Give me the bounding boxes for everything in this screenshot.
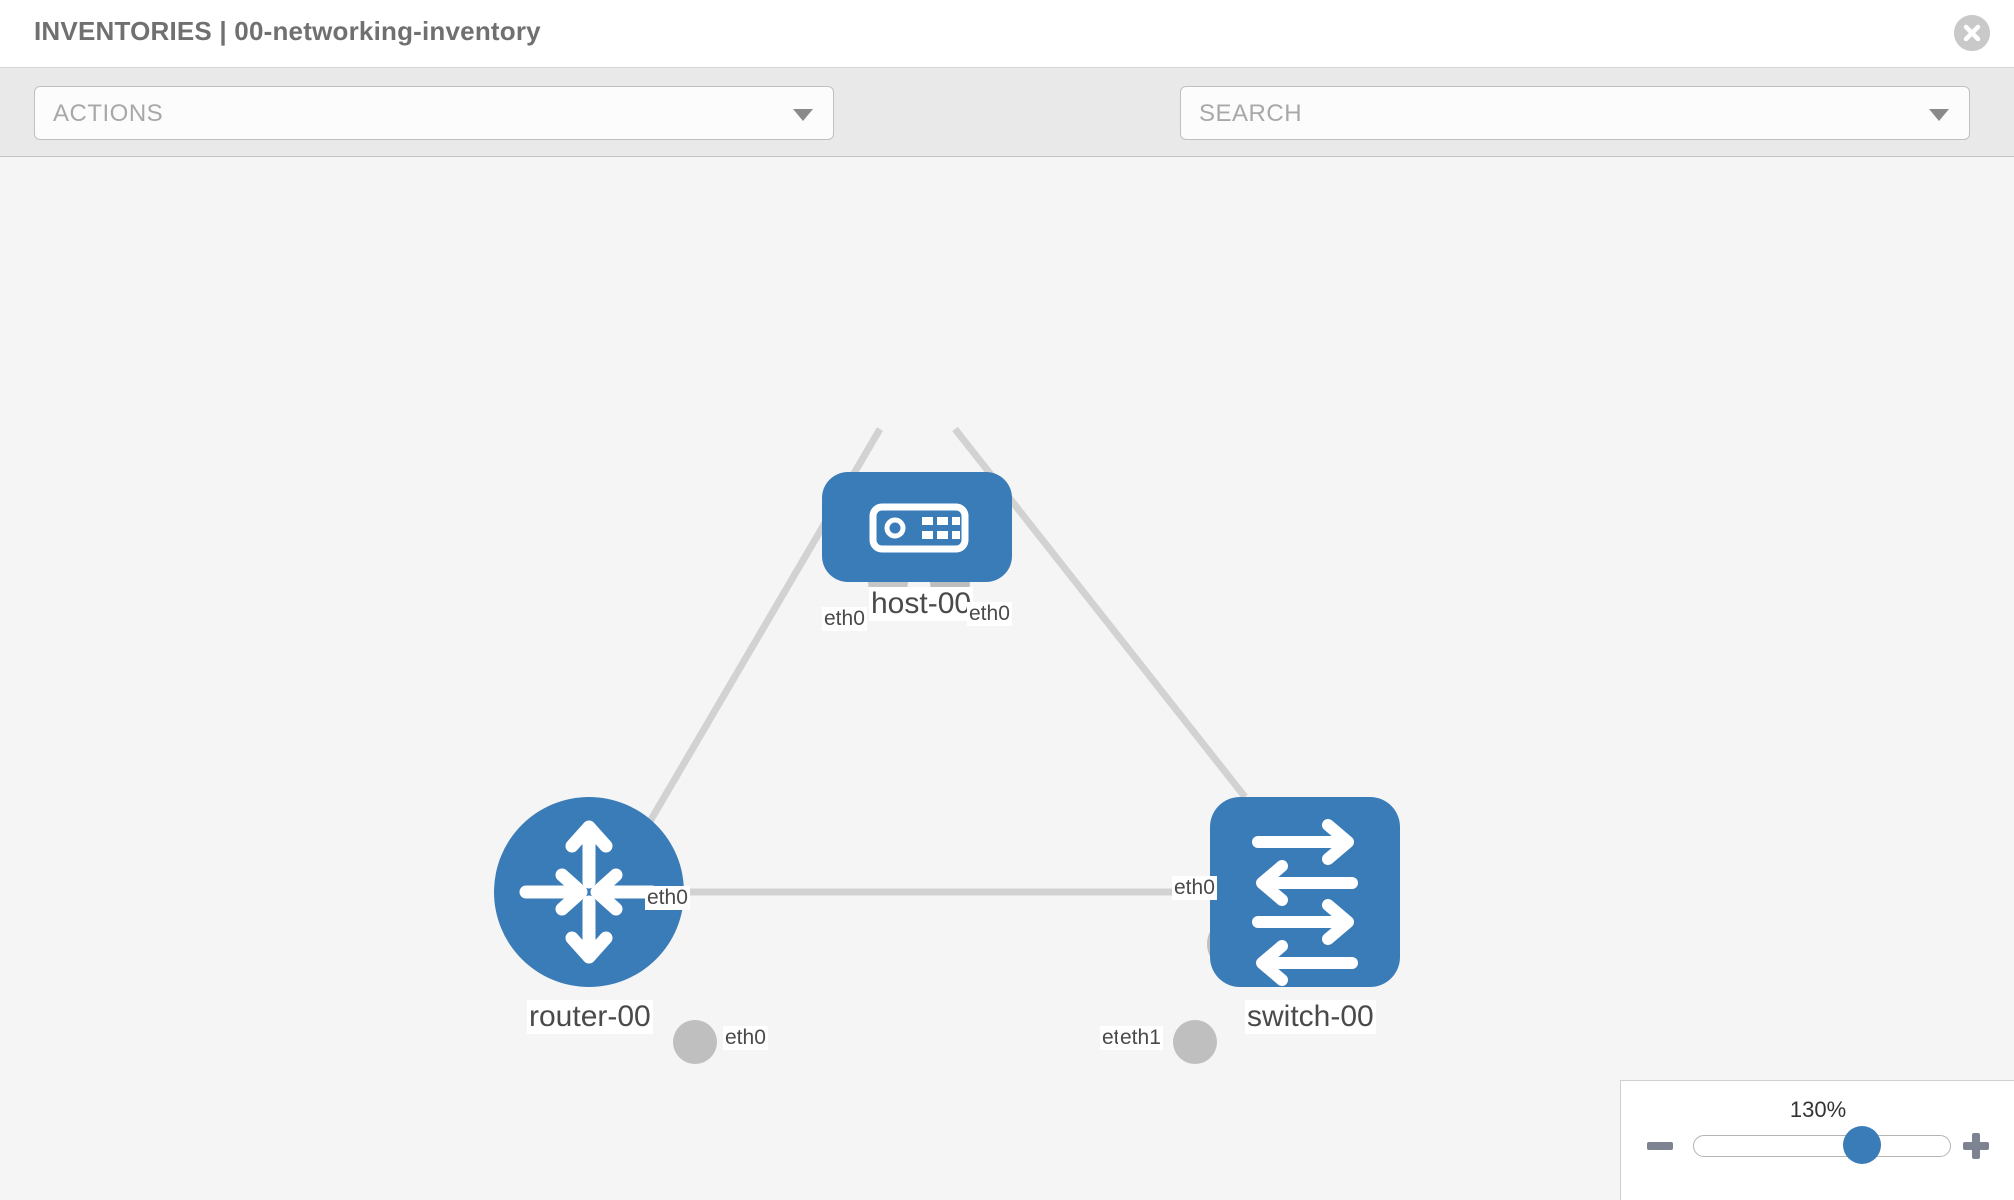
node-label-router-00: router-00	[527, 1000, 653, 1034]
search-input[interactable]: SEARCH	[1180, 86, 1970, 140]
zoom-percent-label: 130%	[1789, 1097, 1847, 1122]
interface-label-host-eth0-left: eth0	[822, 607, 867, 632]
close-icon[interactable]	[1954, 15, 1990, 51]
interface-label-host-eth0-right: eth0	[967, 602, 1012, 627]
node-label-host-00: host-00	[869, 587, 974, 621]
interface-label-router-eth0: eth0	[723, 1026, 768, 1051]
router-arrows-icon	[519, 820, 659, 964]
zoom-control-panel: 130%	[1620, 1080, 2014, 1200]
toolbar: ACTIONS SEARCH	[0, 68, 2014, 193]
node-host-00[interactable]	[822, 472, 1012, 582]
connector-dot[interactable]	[1173, 1020, 1217, 1064]
zoom-slider-track[interactable]	[1693, 1135, 1951, 1157]
actions-dropdown-label: ACTIONS	[53, 100, 164, 127]
interface-label-router-eth0-uplink: eth0	[645, 886, 690, 911]
node-router-00[interactable]	[494, 797, 684, 987]
page-header: INVENTORIES | 00-networking-inventory	[0, 0, 2014, 68]
node-label-switch-00: switch-00	[1245, 1000, 1376, 1034]
server-icon	[869, 503, 969, 553]
chevron-down-icon	[793, 109, 813, 121]
chevron-down-icon[interactable]	[1929, 109, 1949, 121]
connector-dot[interactable]	[673, 1020, 717, 1064]
page-title: INVENTORIES | 00-networking-inventory	[34, 16, 541, 46]
topology-canvas[interactable]: host-00 eth0 eth0 router-00 eth0 eth0 sw…	[0, 157, 2014, 1200]
actions-dropdown[interactable]: ACTIONS	[34, 86, 834, 140]
interface-label-switch-eth1: eth1	[1118, 1026, 1163, 1051]
zoom-slider-handle[interactable]	[1843, 1126, 1881, 1164]
switch-arrows-icon	[1252, 819, 1358, 986]
node-switch-00[interactable]	[1210, 797, 1400, 987]
search-placeholder: SEARCH	[1199, 100, 1303, 127]
zoom-in-button[interactable]	[1959, 1129, 1993, 1163]
zoom-out-button[interactable]	[1643, 1129, 1677, 1163]
topology-graph	[494, 426, 1400, 1064]
interface-label-switch-eth0-uplink: eth0	[1172, 876, 1217, 901]
